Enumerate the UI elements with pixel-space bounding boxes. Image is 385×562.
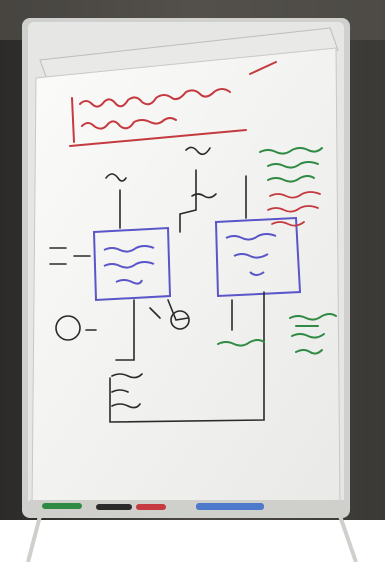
- flipchart-sheet: [31, 47, 341, 513]
- easel-leg-right: [338, 515, 358, 562]
- easel-leg-left: [26, 515, 42, 562]
- blue-marker: [196, 503, 264, 510]
- blue-diagram-boxes: [92, 216, 302, 302]
- floor-bright: [0, 520, 385, 562]
- green-marker: [42, 503, 82, 509]
- black-diagram-lines: [49, 146, 265, 423]
- red-side-notes: [267, 191, 321, 227]
- green-annotations: [217, 147, 337, 355]
- black-marker: [96, 504, 132, 510]
- red-heading-scribble: [69, 61, 277, 147]
- red-marker: [136, 504, 166, 510]
- clamp-bar: [39, 27, 339, 83]
